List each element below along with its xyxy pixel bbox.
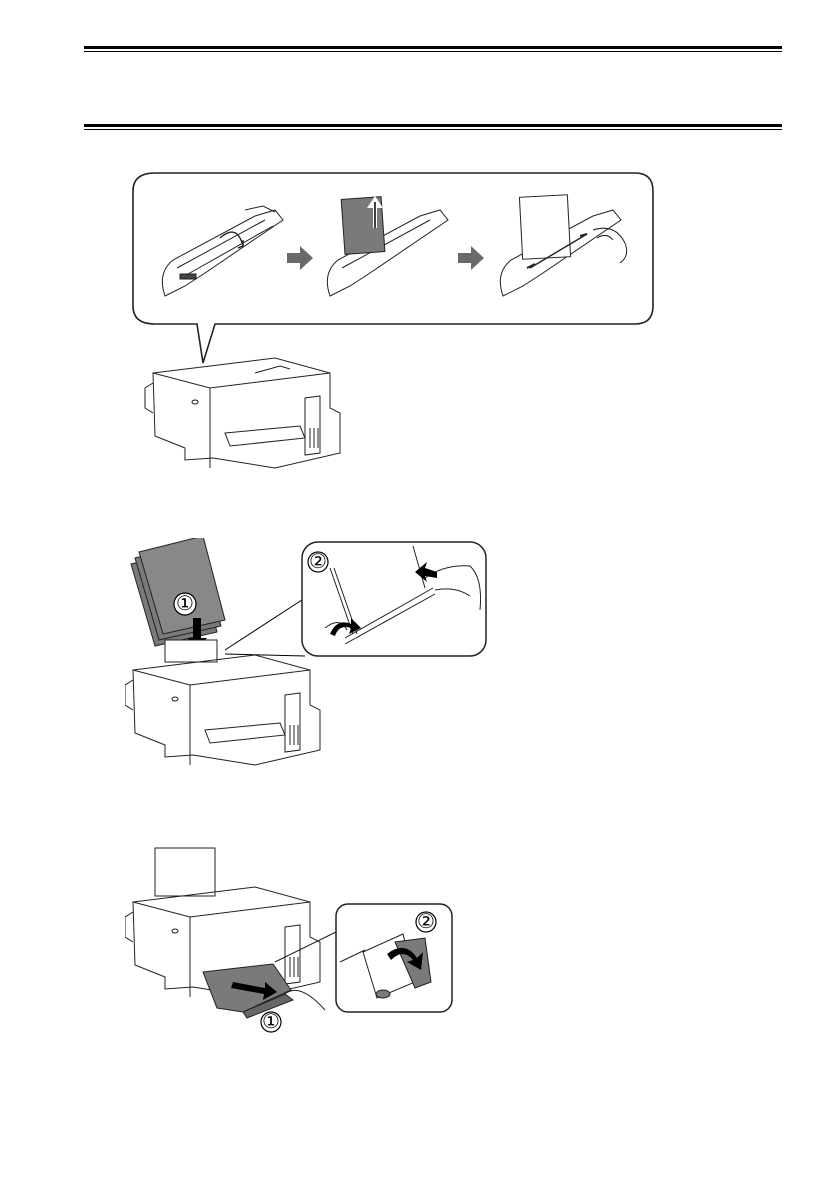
step-1-label: ① [176, 591, 194, 615]
figure-feeder-sequence [125, 168, 665, 478]
header-rule-bottom [84, 124, 782, 130]
zoom-inset [302, 542, 486, 656]
step-2-label: ② [309, 549, 327, 573]
callout-bubble [133, 173, 653, 363]
step-1-label: ① [262, 1009, 280, 1033]
figure-load-paper: ① ② [125, 538, 495, 768]
printer-illustration [125, 640, 320, 765]
figure-output-tray: ① ② [125, 842, 460, 1042]
printer-illustration [125, 848, 340, 1018]
printer-illustration [145, 358, 340, 468]
header-rule-top [84, 46, 782, 52]
step-2-label: ② [417, 909, 435, 933]
